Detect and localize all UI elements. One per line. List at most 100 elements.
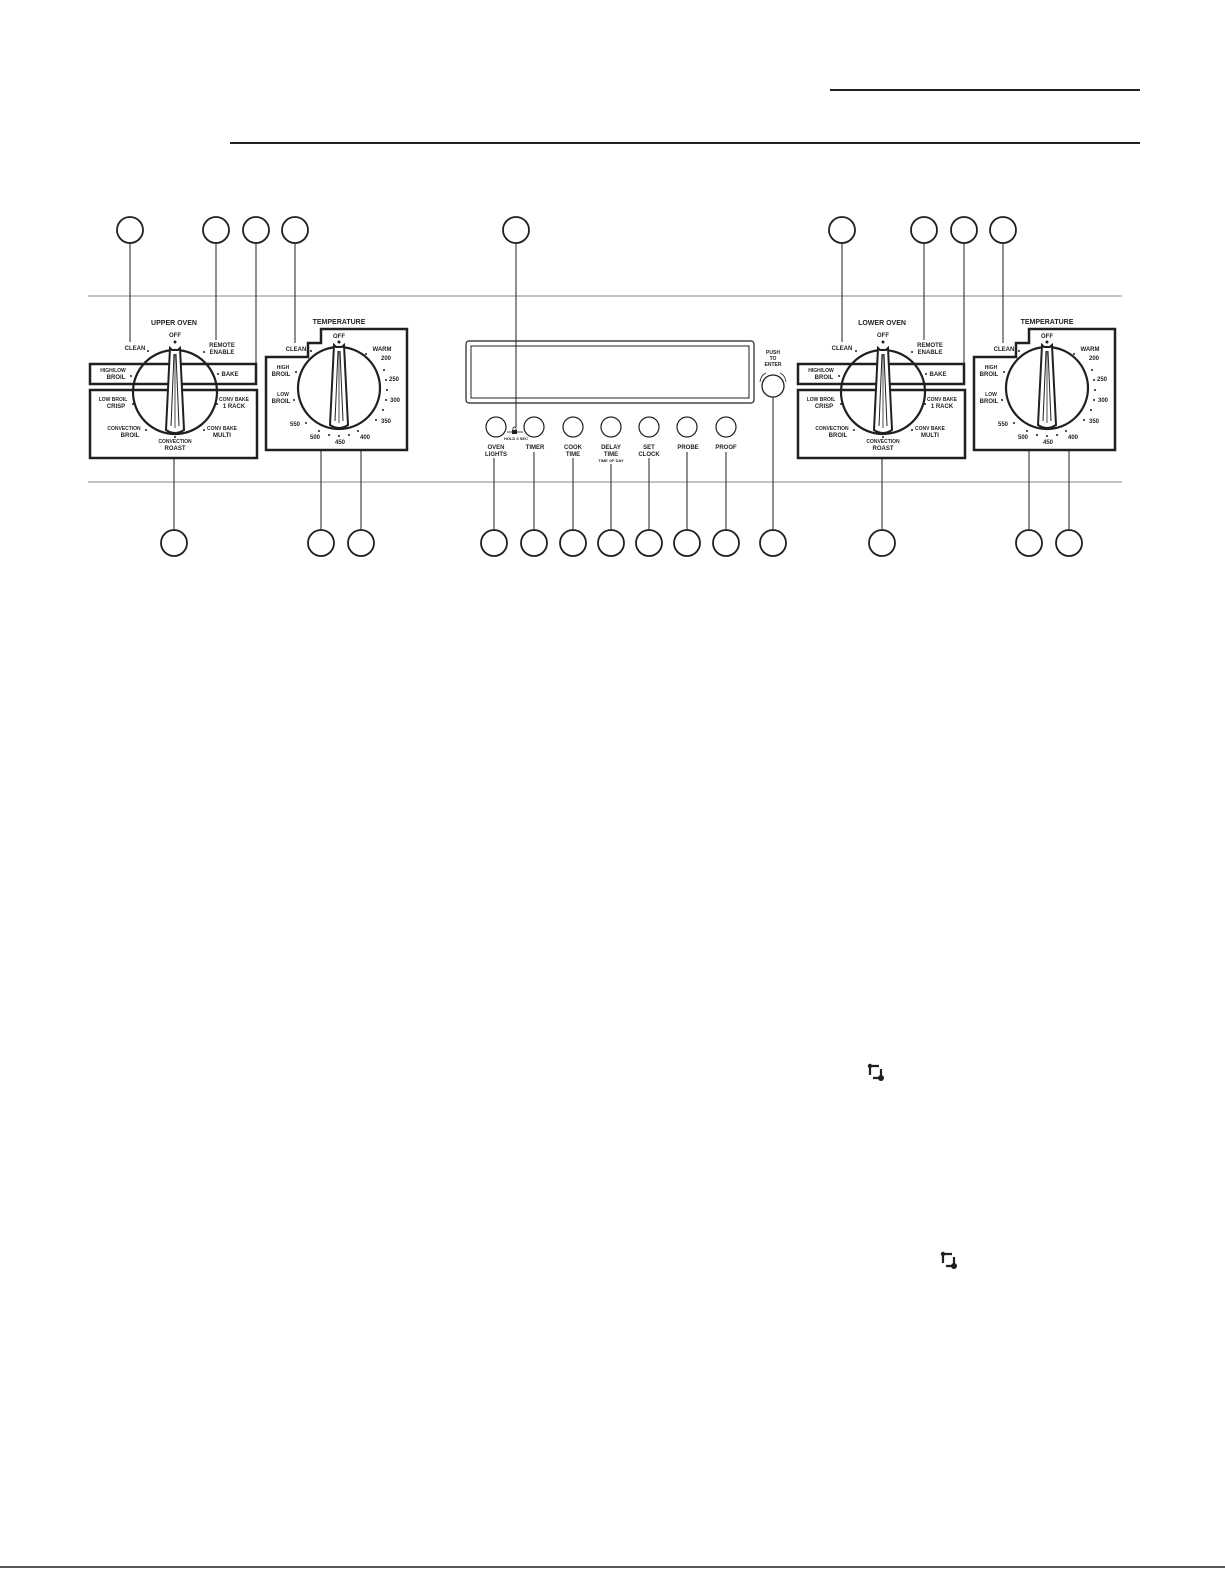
oven-lights-label-1: OVEN <box>487 445 504 451</box>
top-callouts <box>116 216 1017 244</box>
oven-lights-button[interactable] <box>485 416 507 438</box>
upper-temp-200-label: 200 <box>381 356 392 362</box>
upper-temp-lowbroil-label: BROIL <box>272 399 291 405</box>
upper-temp-low-label: LOW <box>277 392 289 398</box>
hold-3-sec-label: HOLD 3 SEC <box>504 436 528 441</box>
upper-mode-convection-label: CONVECTION <box>107 426 141 432</box>
upper-temp-450-label: 450 <box>335 440 346 446</box>
lower-temp-clean-label: CLEAN <box>994 347 1015 353</box>
time-of-day-label: TIME OF DAY <box>598 458 624 463</box>
lower-mode-lowbroil-label: LOW BROIL <box>807 397 836 403</box>
lower-temp-250-label: 250 <box>1097 377 1108 383</box>
callout-circle-icon <box>160 529 188 557</box>
lower-temp-box <box>972 327 1117 452</box>
upper-mode-roast-label: ROAST <box>165 446 186 452</box>
callout-circle-icon <box>989 216 1017 244</box>
upper-mode-convbake-label: CONV BAKE <box>219 397 250 403</box>
lower-mode-remote-label: REMOTE <box>917 343 943 349</box>
upper-mode-off-label: OFF <box>169 333 181 339</box>
lower-temp-warm-label: WARM <box>1081 347 1100 353</box>
proof-label: PROOF <box>715 445 737 451</box>
upper-temp-250-label: 250 <box>389 377 400 383</box>
lower-temp-highbroil-label: BROIL <box>980 372 999 378</box>
to-label: TO <box>770 356 777 362</box>
callout-circle-icon <box>559 529 587 557</box>
rotate-right-arrow-icon <box>779 372 787 383</box>
lower-temp-knob[interactable] <box>1004 343 1090 431</box>
rotate-left-arrow-icon <box>759 372 767 383</box>
upper-mode-multi-label: MULTI <box>213 433 231 439</box>
push-label: PUSH <box>766 350 780 356</box>
lower-temp-low-label: LOW <box>985 392 997 398</box>
lower-temp-lowbroil-label: BROIL <box>980 399 999 405</box>
upper-temp-high-label: HIGH <box>277 365 290 371</box>
callout-circle-icon <box>828 216 856 244</box>
lower-mode-broil-label: BROIL <box>815 375 834 381</box>
upper-mode-enable-label: ENABLE <box>210 350 235 356</box>
callout-circle-icon <box>950 216 978 244</box>
lower-mode-clean-label: CLEAN <box>832 346 853 352</box>
set-clock-button[interactable] <box>638 416 660 438</box>
upper-mode-convection2-label: CONVECTION <box>158 439 192 445</box>
callout-circle-icon <box>347 529 375 557</box>
upper-temp-500-label: 500 <box>310 435 321 441</box>
delay-time-label-2: TIME <box>604 452 618 458</box>
lower-temp-500-label: 500 <box>1018 435 1029 441</box>
display-window <box>470 345 750 399</box>
lower-oven-mode-section: LOWER OVEN OFF CLEAN REMOTE ENABLE HIGH/… <box>796 320 967 460</box>
upper-mode-convbroil-label: BROIL <box>121 433 140 439</box>
callout-circle-icon <box>712 529 740 557</box>
upper-mode-lowbroil-label: LOW BROIL <box>99 397 128 403</box>
lower-mode-convbroil-label: BROIL <box>829 433 848 439</box>
upper-mode-1rack-label: 1 RACK <box>223 404 246 410</box>
upper-temp-350-label: 350 <box>381 419 392 425</box>
delay-time-button[interactable] <box>600 416 622 438</box>
callout-circle-icon <box>202 216 230 244</box>
upper-temp-title: TEMPERATURE <box>313 319 366 326</box>
upper-mode-remote-label: REMOTE <box>209 343 235 349</box>
timer-button[interactable] <box>523 416 545 438</box>
lower-temp-550-label: 550 <box>998 422 1009 428</box>
probe-button[interactable] <box>676 416 698 438</box>
callout-circle-icon <box>1015 529 1043 557</box>
lower-temp-high-label: HIGH <box>985 365 998 371</box>
lower-mode-convbake2-label: CONV BAKE <box>915 426 946 432</box>
upper-temp-300-label: 300 <box>390 398 401 404</box>
callout-circle-icon <box>759 529 787 557</box>
lower-mode-roast-label: ROAST <box>873 446 894 452</box>
upper-mode-crisp-label: CRISP <box>107 404 125 410</box>
oven-lights-label-2: LIGHTS <box>485 452 507 458</box>
proof-button[interactable] <box>715 416 737 438</box>
upper-oven-mode-section: UPPER OVEN OFF CLEAN REMOTE ENABLE HIGH/… <box>88 320 259 460</box>
upper-temp-off-label: OFF <box>333 334 345 340</box>
set-clock-label-1: SET <box>643 445 655 451</box>
lower-mode-enable-label: ENABLE <box>918 350 943 356</box>
upper-temp-550-label: 550 <box>290 422 301 428</box>
lower-mode-off-label: OFF <box>877 333 889 339</box>
callout-circle-icon <box>307 529 335 557</box>
upper-temp-knob[interactable] <box>296 343 382 431</box>
push-to-enter-knob[interactable] <box>761 374 785 398</box>
lower-temp-300-label: 300 <box>1098 398 1109 404</box>
upper-oven-title: UPPER OVEN <box>151 320 197 327</box>
callout-circle-icon <box>480 529 508 557</box>
lower-mode-convection-label: CONVECTION <box>815 426 849 432</box>
center-control-section: HOLD 3 SEC OVEN LIGHTS TIMER COOK TIME D… <box>465 340 787 463</box>
upper-temperature-section: TEMPERATURE OFF CLEAN WARM 200 HIGH BROI… <box>264 319 409 452</box>
lock-icon <box>507 426 523 434</box>
upper-mode-bake-label: BAKE <box>221 372 238 378</box>
upper-temp-warm-label: WARM <box>373 347 392 353</box>
cook-time-button[interactable] <box>562 416 584 438</box>
lower-mode-convection2-label: CONVECTION <box>866 439 900 445</box>
probe-label: PROBE <box>677 445 698 451</box>
lower-oven-title: LOWER OVEN <box>858 320 906 327</box>
bottom-leader-lines <box>173 397 1070 530</box>
lower-mode-highlow-label: HIGH/LOW <box>808 368 834 374</box>
upper-mode-convbake2-label: CONV BAKE <box>207 426 238 432</box>
callout-circle-icon <box>597 529 625 557</box>
callout-circle-icon <box>868 529 896 557</box>
callout-circle-icon <box>520 529 548 557</box>
top-leader-lines <box>129 243 1004 427</box>
lower-temperature-section: TEMPERATURE OFF CLEAN WARM 200 HIGH BROI… <box>972 319 1117 452</box>
lower-mode-convbake-label: CONV BAKE <box>927 397 958 403</box>
